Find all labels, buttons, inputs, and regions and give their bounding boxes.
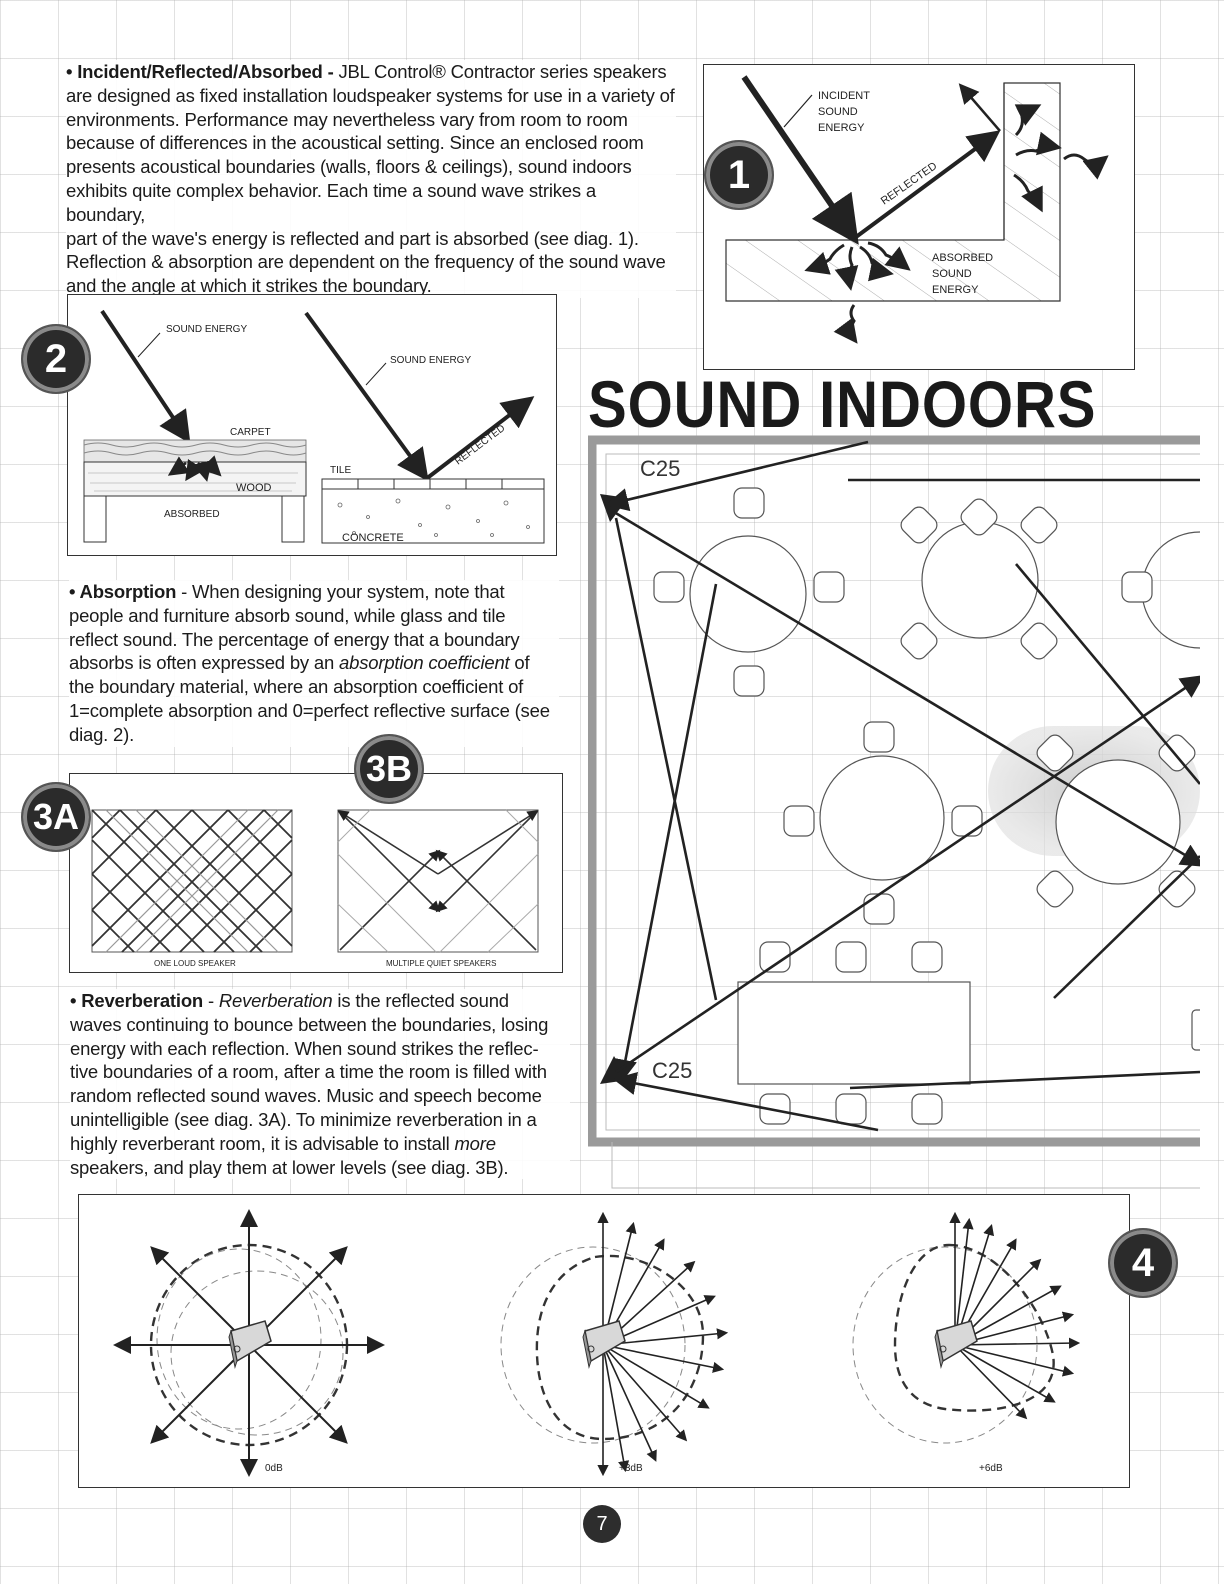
reverberation-heading: Reverberation: [81, 990, 204, 1011]
floor-plan-diagram: C25 C25: [588, 435, 1200, 1189]
reverberation-paragraph: • Reverberation - Reverberation is the r…: [70, 989, 570, 1180]
svg-text:SOUND: SOUND: [932, 268, 972, 280]
diagram-2-illustration: SOUND ENERGY CARPET WOOD ABSORBED SOUND …: [83, 309, 545, 544]
absorption-paragraph: • Absorption - When designing your syste…: [69, 580, 559, 747]
diagram-4-badge: 4: [1108, 1228, 1178, 1298]
page-title: SOUND INDOORS: [588, 367, 1097, 441]
diagram-3-illustration: ONE LOUD SPEAKER MULTIPLE QUIET SPEAKERS: [91, 809, 539, 968]
svg-text:CONCRETE: CONCRETE: [342, 532, 404, 544]
diagram-4-label-3db: +3dB: [619, 1463, 643, 1474]
svg-text:WOOD: WOOD: [236, 482, 271, 494]
diagram-4-panel: 0dB +3dB: [78, 1194, 1130, 1488]
svg-text:SOUND ENERGY: SOUND ENERGY: [390, 355, 471, 366]
diagram-1-panel: INCIDENT SOUND ENERGY REFLECTED ABSORBED…: [703, 64, 1135, 370]
absorption-heading: Absorption: [79, 581, 177, 602]
diagram-3b-caption: MULTIPLE QUIET SPEAKERS: [386, 959, 496, 968]
diagram-1-badge: 1: [704, 140, 774, 210]
speaker-label-bottom: C25: [652, 1058, 692, 1083]
svg-text:ABSORBED: ABSORBED: [932, 252, 993, 264]
diagram-4-label-6db: +6dB: [979, 1463, 1003, 1474]
diagram-3-panel: ONE LOUD SPEAKER MULTIPLE QUIET SPEAKERS: [69, 773, 563, 973]
diagram-4-illustration: 0dB +3dB: [113, 1209, 1081, 1477]
diagram-3a-caption: ONE LOUD SPEAKER: [154, 959, 236, 968]
svg-text:ABSORBED: ABSORBED: [164, 509, 220, 520]
svg-text:SOUND ENERGY: SOUND ENERGY: [166, 324, 247, 335]
svg-text:SOUND: SOUND: [818, 106, 858, 118]
svg-text:ENERGY: ENERGY: [932, 284, 979, 296]
incident-paragraph: • Incident/Reflected/Absorbed - JBL Cont…: [66, 60, 676, 298]
diagram-3a-badge: 3A: [21, 782, 91, 852]
diagram-3b-badge: 3B: [354, 734, 424, 804]
diagram-2-badge: 2: [21, 324, 91, 394]
svg-text:TILE: TILE: [330, 465, 351, 476]
diagram-1-illustration: INCIDENT SOUND ENERGY REFLECTED ABSORBED…: [725, 75, 1109, 344]
diagram-4-label-0db: 0dB: [265, 1463, 283, 1474]
svg-text:INCIDENT: INCIDENT: [818, 90, 870, 102]
svg-text:REFLECTED: REFLECTED: [453, 423, 507, 468]
incident-heading: Incident/Reflected/Absorbed -: [77, 61, 334, 82]
diagram-2-panel: SOUND ENERGY CARPET WOOD ABSORBED SOUND …: [67, 294, 557, 556]
speaker-label-top: C25: [640, 456, 680, 481]
svg-text:CARPET: CARPET: [230, 427, 271, 438]
svg-text:ENERGY: ENERGY: [818, 122, 865, 134]
page-number: 7: [583, 1505, 621, 1543]
